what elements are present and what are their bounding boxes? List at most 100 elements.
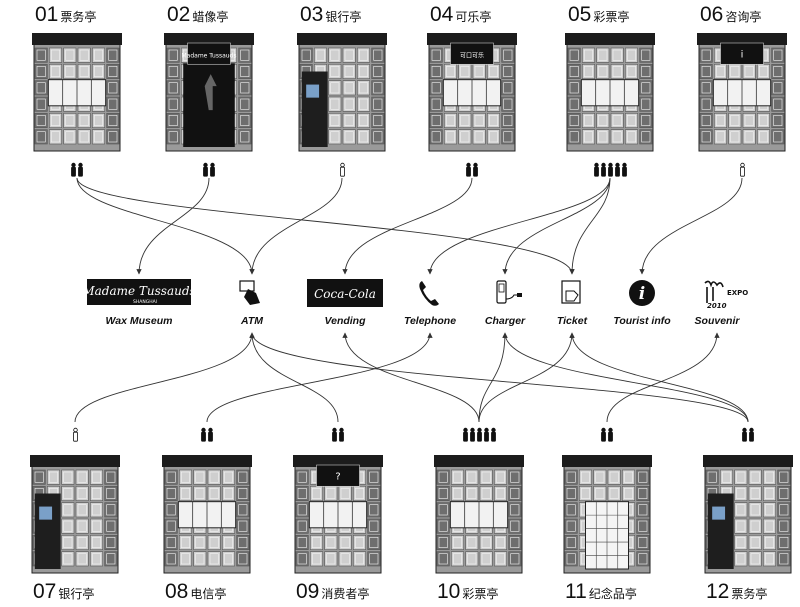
service-label: Ticket (556, 315, 588, 327)
coca-cola-logo: Coca-Cola (307, 279, 383, 307)
person-icon (71, 162, 76, 177)
kiosk-name: 消费者亭 (321, 587, 370, 601)
svg-text:SHANGHAI: SHANGHAI (133, 299, 157, 305)
kiosk-number: 03 (300, 3, 324, 26)
people-icons (201, 427, 213, 442)
kiosk-booth-09[interactable]: ? (293, 455, 383, 574)
kiosk-name: 蜡像亭 (192, 10, 229, 24)
kiosk-booth-07[interactable] (30, 455, 120, 574)
connection-arrow (478, 332, 575, 423)
person-icon (608, 427, 613, 442)
person-icon (466, 162, 471, 177)
person-icon (203, 162, 208, 177)
kiosk-booth-10[interactable] (434, 455, 524, 574)
people-icons (466, 162, 478, 177)
person-icon (601, 427, 606, 442)
service-label: Telephone (403, 315, 457, 327)
connection-arrow (342, 177, 473, 275)
person-icon (483, 427, 489, 442)
kiosk-booth-02[interactable]: Madame Tussauds (164, 33, 254, 152)
kiosk-number: 10 (437, 580, 461, 603)
person-icon (210, 162, 215, 177)
kiosk-name: 票务亭 (731, 587, 768, 601)
connection-arrow (502, 332, 749, 423)
kiosk-booth-08[interactable] (162, 455, 252, 574)
person-icon (614, 162, 620, 177)
person-icon (607, 162, 613, 177)
kiosk-booth-03[interactable] (297, 33, 387, 152)
person-icon (72, 427, 78, 442)
person-icon (490, 427, 496, 442)
kiosk-booth-06[interactable]: i (697, 33, 787, 152)
kiosk-booth-05[interactable] (565, 33, 655, 152)
connection-arrow (74, 332, 255, 423)
service-label: Tourist info (613, 315, 671, 327)
connection-arrow (249, 177, 343, 275)
kiosk-number: 12 (706, 580, 730, 603)
connection-arrow (206, 332, 433, 423)
service-label: Souvenir (694, 315, 740, 327)
kiosk-number: 11 (565, 580, 587, 603)
people-icons (739, 162, 745, 177)
service-label: Vending (324, 315, 366, 327)
kiosk-number: 05 (568, 3, 592, 26)
kiosk-booth-04[interactable]: 可口可乐 (427, 33, 517, 152)
people-icons (742, 427, 754, 442)
kiosk-name: 银行亭 (58, 587, 95, 601)
kiosk-booth-11[interactable] (562, 455, 652, 574)
service-label: Charger (484, 315, 526, 327)
person-icon (339, 427, 344, 442)
telephone-icon (419, 281, 439, 306)
people-icons (71, 162, 83, 177)
kiosk-number: 08 (165, 580, 189, 603)
person-icon (739, 162, 745, 177)
svg-text:可口可乐: 可口可乐 (460, 53, 484, 60)
info-icon: i (629, 280, 655, 306)
kiosk-name: 彩票亭 (462, 587, 499, 601)
svg-text:Coca-Cola: Coca-Cola (314, 287, 376, 301)
kiosk-name: 咨询亭 (725, 10, 762, 24)
people-icons (593, 162, 627, 177)
kiosk-name: 纪念品亭 (588, 587, 637, 601)
person-icon (469, 427, 475, 442)
connection-arrow (249, 332, 749, 423)
kiosk-number: 04 (430, 3, 454, 26)
people-icons (332, 427, 344, 442)
person-icon (476, 427, 482, 442)
svg-text:?: ? (335, 472, 340, 483)
svg-text:2010: 2010 (707, 302, 727, 310)
person-icon (749, 427, 754, 442)
person-icon (621, 162, 627, 177)
svg-text:EXPO: EXPO (727, 289, 748, 297)
connection-arrow (478, 332, 508, 423)
person-icon (593, 162, 599, 177)
person-icon (473, 162, 478, 177)
kiosk-booth-01[interactable] (32, 33, 122, 152)
kiosk-booth-12[interactable] (703, 455, 793, 574)
kiosk-name: 银行亭 (325, 10, 362, 24)
kiosk-number: 02 (167, 3, 191, 26)
people-icons (203, 162, 215, 177)
connection-arrow (76, 177, 255, 275)
connection-arrow (76, 177, 575, 275)
ticket-icon (561, 280, 581, 304)
connection-arrow (136, 177, 210, 275)
atm-icon (239, 280, 260, 305)
people-icons (601, 427, 613, 442)
kiosk-name: 彩票亭 (593, 10, 630, 24)
person-icon (208, 427, 213, 442)
connection-arrow (249, 332, 339, 423)
svg-text:Madame Tussauds: Madame Tussauds (81, 284, 195, 298)
people-icons (462, 427, 496, 442)
connection-arrow (502, 177, 611, 275)
